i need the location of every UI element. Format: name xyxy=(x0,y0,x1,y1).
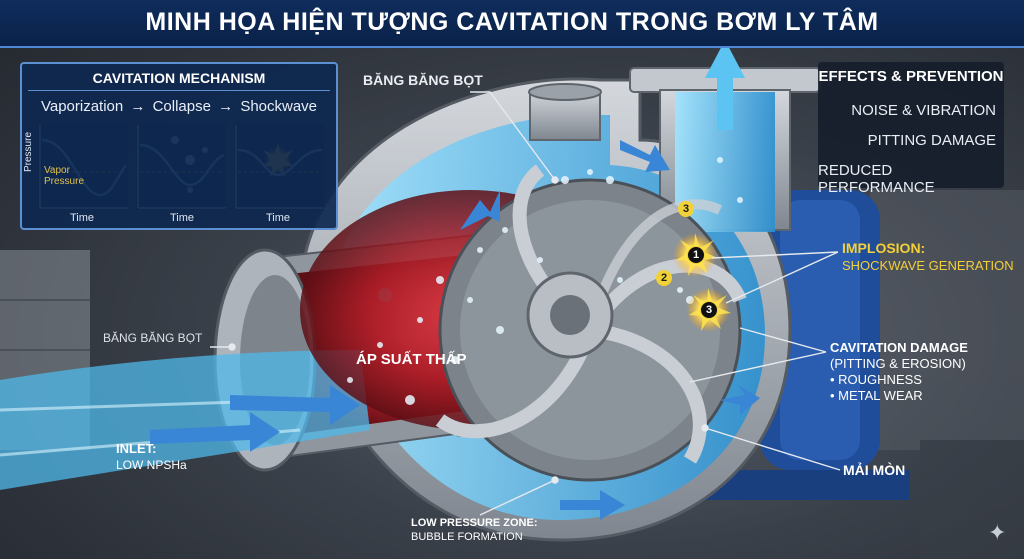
mechanism-title: CAVITATION MECHANISM xyxy=(92,70,266,86)
low-pressure-zone-label: LOW PRESSURE ZONE:BUBBLE FORMATION xyxy=(411,517,538,543)
marker-3: 3 xyxy=(700,301,718,319)
arrow-right-icon: → xyxy=(130,98,146,115)
flow-arrows xyxy=(460,140,760,520)
step-shockwave: Shockwave xyxy=(240,98,318,115)
arrow-right-icon: → xyxy=(218,98,234,115)
marker-1: 1 xyxy=(687,246,705,264)
low-pressure-label: ÁP SUẤT THẤP xyxy=(356,351,467,368)
effects-prevention-panel: EFFECTS & PREVENTION NOISE & VIBRATION P… xyxy=(818,62,1004,196)
callout-leader-lines xyxy=(210,91,841,516)
effect-item: NOISE & VIBRATION xyxy=(851,102,996,119)
marker-2: 2 xyxy=(656,270,672,286)
time-axis-label: Time xyxy=(266,212,291,224)
mechanism-steps: Vaporization → Collapse → Shockwave xyxy=(22,98,336,115)
marker-3: 3 xyxy=(678,201,694,217)
discharge-nozzle xyxy=(629,40,821,232)
sparkle-icon: ✦ xyxy=(988,520,1007,545)
time-axis-label: Time xyxy=(170,212,195,224)
time-axis-label: Time xyxy=(70,212,95,224)
bubbles xyxy=(347,157,743,405)
effect-item: PITTING DAMAGE xyxy=(867,132,996,149)
mechanism-divider xyxy=(28,90,330,91)
step-vaporization: Vaporization xyxy=(40,98,124,115)
pressure-axis-label: Pressure xyxy=(23,131,34,172)
inlet-water-stream xyxy=(0,350,370,490)
motor xyxy=(700,190,910,500)
implosion-label: IMPLOSION:SHOCKWAVE GENERATION xyxy=(842,240,1014,273)
foam-label-top: BĂNG BĂNG BỌT xyxy=(363,72,483,88)
effect-item: REDUCED PERFORMANCE xyxy=(818,162,935,196)
effects-title: EFFECTS & PREVENTION xyxy=(818,68,1004,85)
foam-label-left: BĂNG BĂNG BỌT xyxy=(103,331,203,345)
page-title: MINH HỌA HIỆN TƯỢNG CAVITATION TRONG BƠM… xyxy=(145,8,879,36)
step-collapse: Collapse xyxy=(152,98,211,115)
title-bar: MINH HỌA HIỆN TƯỢNG CAVITATION TRONG BƠM… xyxy=(0,0,1024,48)
cavitation-damage-label: CAVITATION DAMAGE (PITTING & EROSION) • … xyxy=(830,340,968,403)
wear-label: MẢI MÒN xyxy=(843,462,906,478)
inlet-label: INLET:LOW NPSHa xyxy=(116,441,187,472)
background-shelving xyxy=(0,190,1024,559)
cavitation-mechanism-panel: CAVITATION MECHANISM Vaporization → Coll… xyxy=(20,62,338,230)
impeller xyxy=(435,164,747,482)
vent-nozzle xyxy=(528,83,602,141)
